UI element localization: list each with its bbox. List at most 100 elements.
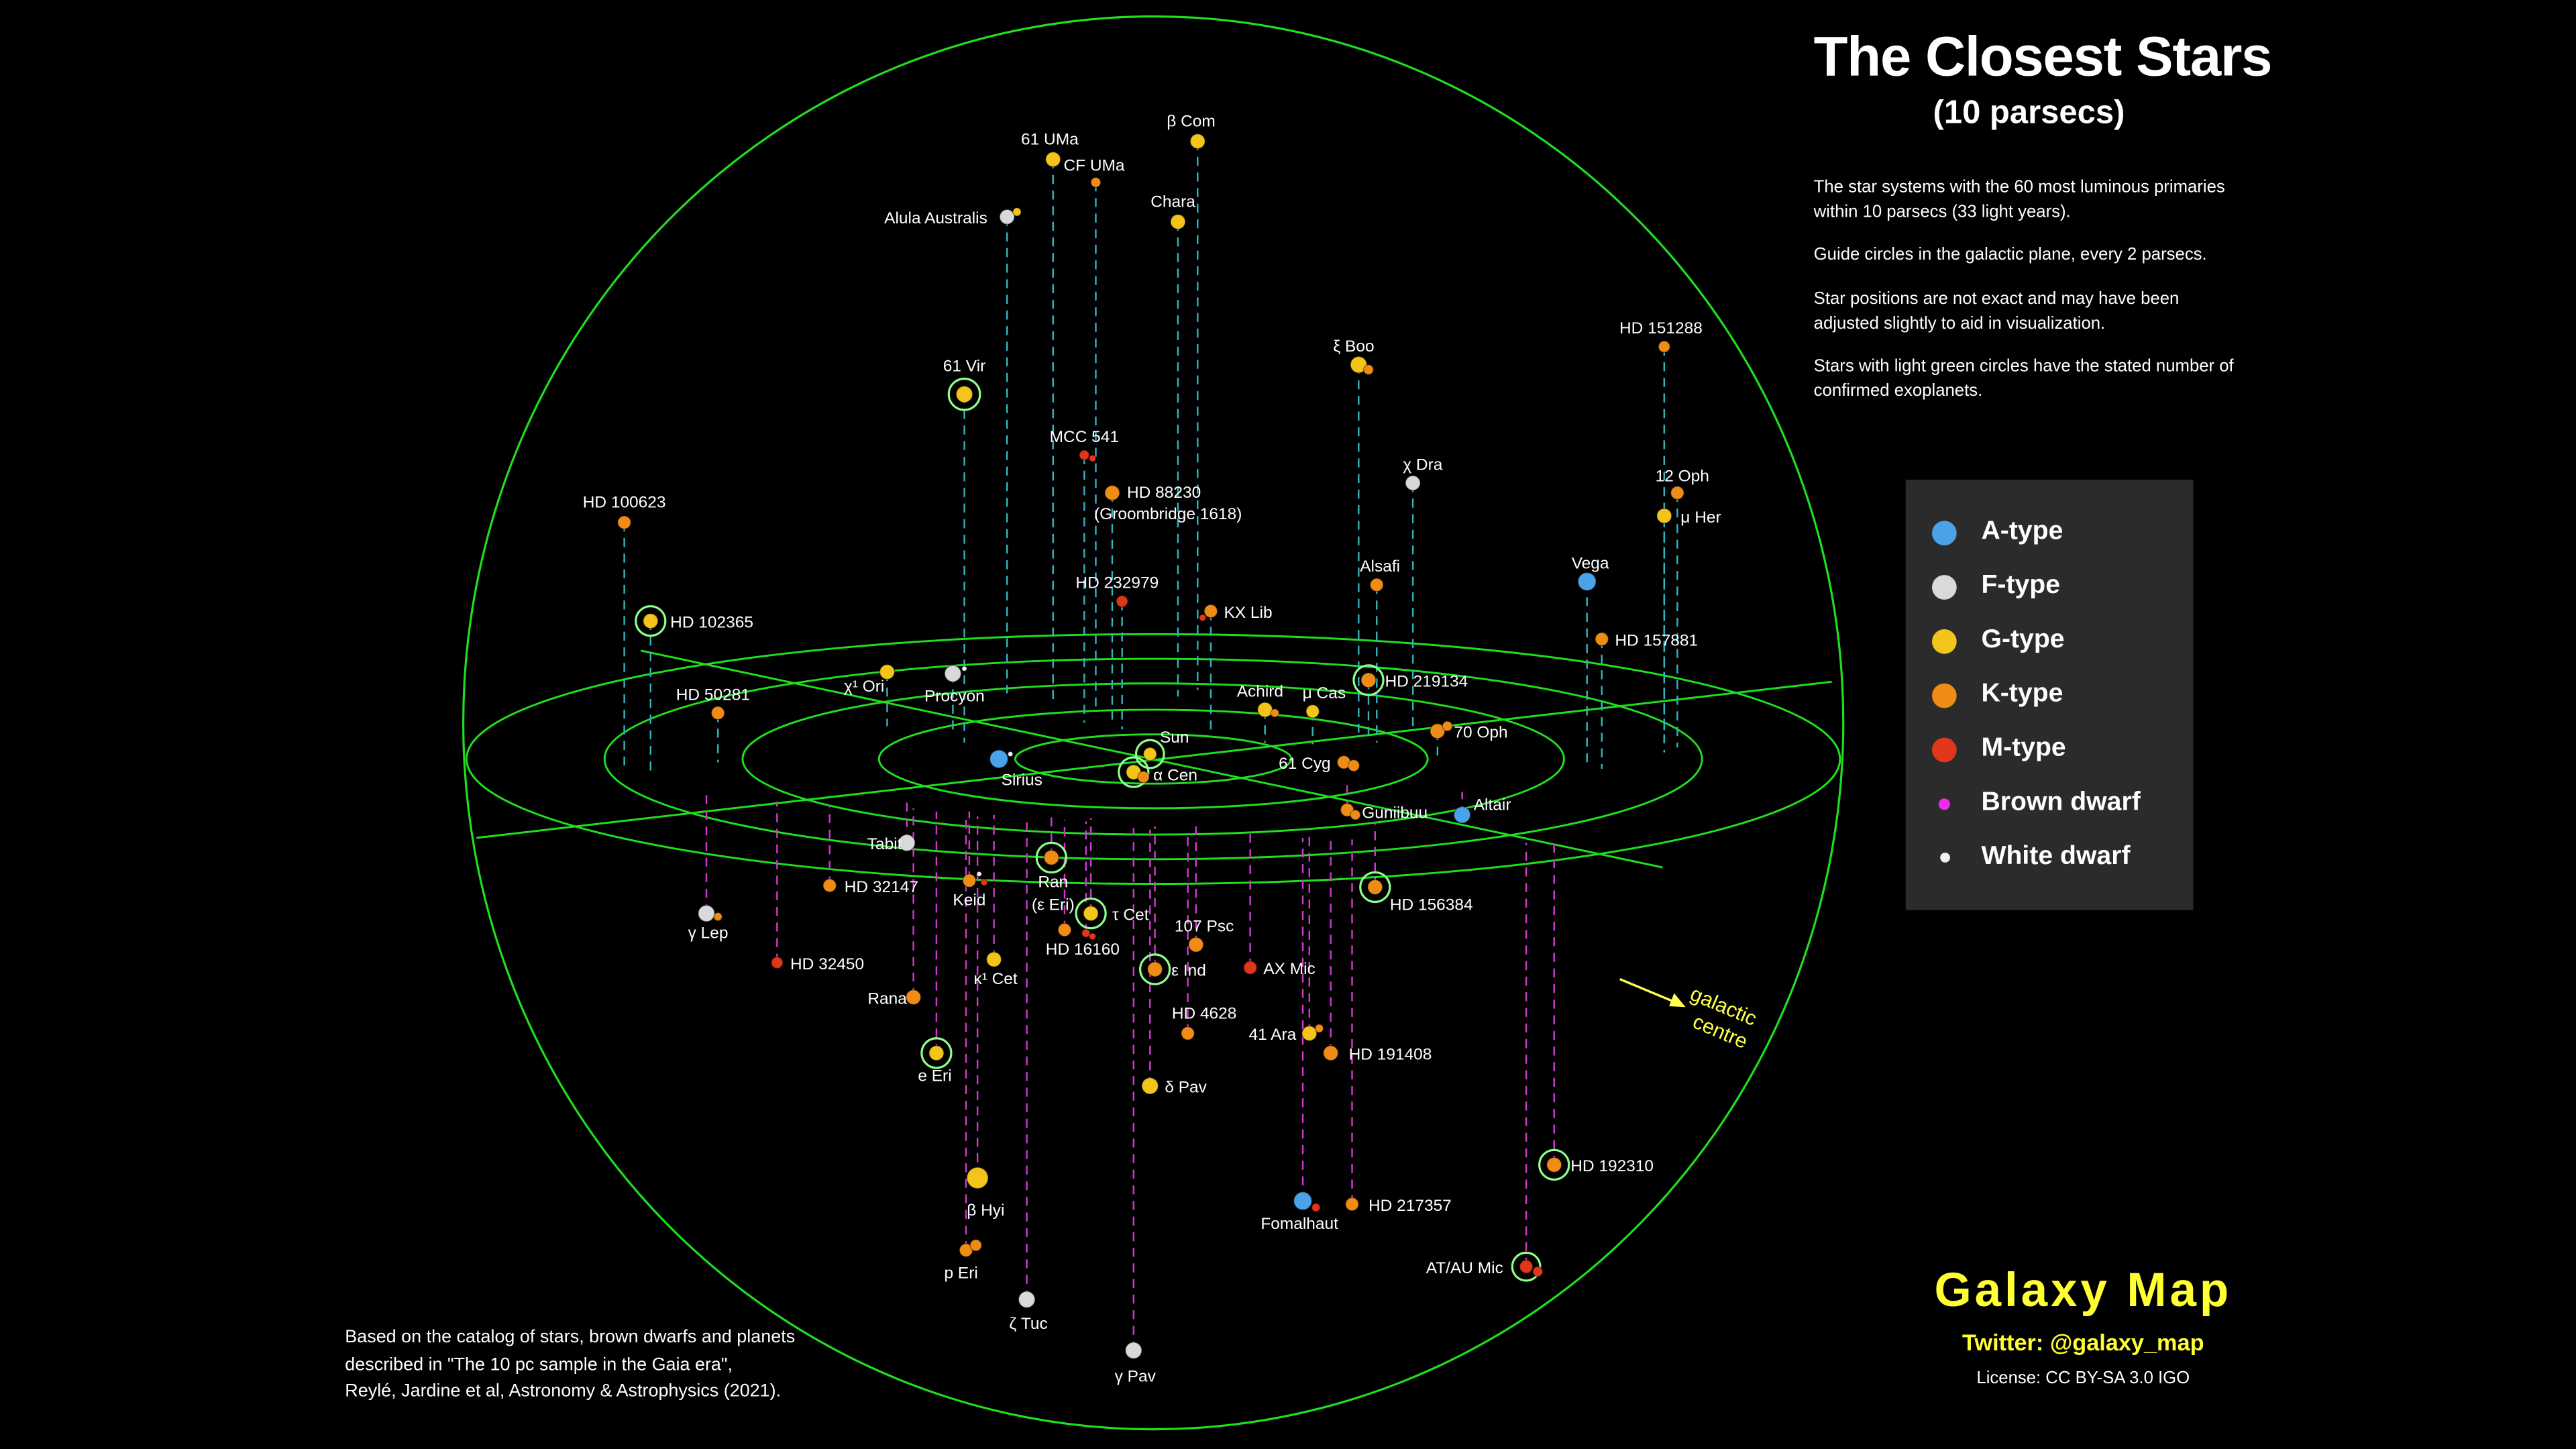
star-kx-lib: KX Lib: [1199, 604, 1273, 622]
star-her: μ Her: [1656, 508, 1721, 527]
star-label: Alula Australis: [884, 209, 987, 227]
star-marker: [1170, 213, 1186, 230]
legend-item-a-type: A-type: [1906, 517, 2194, 547]
star-marker: [898, 834, 916, 852]
star-label: Ran: [1038, 873, 1068, 891]
star-cen: α Cen: [1118, 756, 1197, 788]
star-61-vir: 61 Vir: [943, 357, 985, 411]
star-marker: [1189, 133, 1206, 150]
star-hd-102365: HD 102365: [635, 605, 753, 637]
star-label: Keid: [953, 891, 985, 909]
star-label: Vega: [1572, 554, 1609, 572]
star-marker: [1430, 723, 1446, 739]
star-at-au-mic: AT/AU Mic: [1426, 1251, 1544, 1282]
license-text: License: CC BY-SA 3.0 IGO: [1976, 1368, 2190, 1389]
legend-item-m-type: M-type: [1906, 735, 2194, 764]
star-procyon: Procyon: [924, 665, 985, 706]
star-marker: [1188, 936, 1204, 953]
attribution: Based on the catalog of stars, brown dwa…: [345, 1324, 795, 1405]
star-e-eri: e Eri: [918, 1037, 953, 1085]
star-lep: γ Lep: [688, 904, 729, 942]
star-label: KX Lib: [1224, 604, 1272, 622]
brand-logo-text: Galaxy Map: [1934, 1265, 2233, 1318]
star-marker: [1146, 961, 1163, 977]
legend-label: K-type: [1981, 680, 2063, 708]
exoplanet-ring: [920, 1037, 953, 1069]
star-marker: [959, 1243, 973, 1258]
star-marker: [1369, 578, 1384, 592]
star-label: Procyon: [924, 688, 985, 706]
exoplanet-ring: [1511, 1251, 1542, 1282]
star-label: β Com: [1167, 113, 1216, 131]
twitter-handle: Twitter: @galaxy_map: [1962, 1329, 2204, 1356]
star-guniibuu: Guniibuu: [1340, 802, 1428, 822]
star-achird: Achird: [1237, 682, 1283, 718]
star-tabit: Tabit: [867, 834, 916, 853]
star-keid: Keid: [953, 871, 988, 909]
page-subtitle: (10 parsecs): [1933, 95, 2125, 131]
star-marker: [905, 989, 922, 1006]
legend-color-dot: [1932, 682, 1957, 708]
description-paragraph: Star positions are not exact and may hav…: [1813, 289, 2180, 333]
star-alula-australis: Alula Australis: [884, 207, 1022, 227]
star-label: α Cen: [1153, 766, 1197, 784]
star-hd-217357: HD 217357: [1344, 1197, 1452, 1215]
companion-marker: [1007, 751, 1014, 757]
star-hd-151288: HD 151288: [1619, 319, 1703, 354]
star-label: 107 Psc: [1175, 918, 1234, 936]
legend-item-white-dwarf: White dwarf: [1906, 843, 2194, 872]
star-label: μ Her: [1680, 508, 1721, 527]
legend-item-brown-dwarf: Brown dwarf: [1906, 789, 2194, 818]
star-label: γ Lep: [688, 924, 729, 942]
companion-marker: [1314, 1024, 1324, 1033]
star-pav: γ Pav: [1115, 1342, 1157, 1386]
star-hd-219134: HD 219134: [1352, 664, 1468, 696]
star-ind: ε Ind: [1139, 953, 1206, 985]
legend-color-dot: [1932, 574, 1957, 599]
star-hd-4628: HD 4628: [1172, 1004, 1236, 1040]
star-marker: [1367, 879, 1383, 896]
star-boo: ξ Boo: [1333, 337, 1375, 375]
star-label: Tabit: [867, 835, 902, 853]
star-label: Altair: [1474, 796, 1511, 814]
star-label: HD 192310: [1570, 1157, 1654, 1175]
star-hd-16160: HD 16160: [1046, 922, 1120, 959]
star-cet: κ¹ Cet: [973, 951, 1018, 988]
star-label: HD 151288: [1619, 319, 1703, 337]
companion-marker: [1089, 932, 1097, 941]
star-label: MCC 541: [1050, 428, 1119, 446]
star-label: HD 156384: [1390, 896, 1473, 914]
exoplanet-ring: [1359, 871, 1391, 904]
star-marker: [1519, 1259, 1534, 1274]
star-label: ξ Boo: [1333, 337, 1374, 356]
star-label: HD 157881: [1615, 631, 1698, 649]
legend-label: Brown dwarf: [1981, 788, 2141, 817]
star-label: Guniibuu: [1362, 804, 1428, 822]
star-label: p Eri: [944, 1264, 977, 1282]
exoplanet-ring: [1538, 1148, 1570, 1181]
branding-block: Galaxy Map Twitter: @galaxy_map License:…: [1898, 1265, 2269, 1389]
star-marker: [1081, 928, 1091, 938]
star-marker: [1057, 922, 1072, 937]
star-marker: [1546, 1157, 1562, 1173]
star-label: Alsafi: [1360, 557, 1400, 576]
star-marker: [985, 951, 1002, 967]
star-12-oph: 12 Oph: [1656, 468, 1709, 500]
star-label: χ¹ Ori: [844, 678, 884, 696]
star-dra: χ Dra: [1403, 455, 1443, 491]
star-hyi: β Hyi: [966, 1167, 1004, 1220]
star-marker: [1104, 484, 1120, 501]
exoplanet-ring: [1352, 664, 1385, 696]
star-marker: [1670, 486, 1684, 500]
star-label: HD 16160: [1046, 941, 1120, 959]
star-label: γ Pav: [1115, 1368, 1157, 1386]
star-altair: Altair: [1453, 796, 1511, 824]
a-type-swatch-icon: [1931, 519, 1959, 547]
description-block: The star systems with the 60 most lumino…: [1814, 176, 2248, 404]
star-hd-192310: HD 192310: [1538, 1148, 1654, 1181]
star-marker: [1340, 802, 1354, 817]
star-marker: [1142, 747, 1157, 761]
companion-marker: [1363, 364, 1374, 375]
star-label: HD 88230: [1127, 484, 1201, 502]
